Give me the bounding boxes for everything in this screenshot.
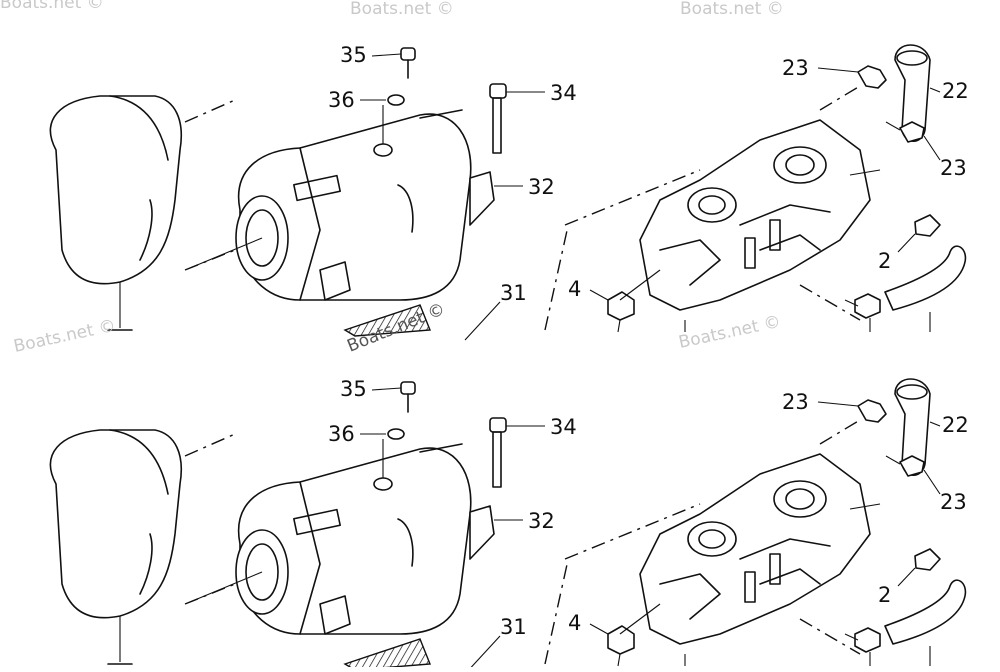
callout-23-upper: 23	[782, 390, 809, 414]
callout-34: 34	[550, 81, 577, 105]
callout-4: 4	[568, 611, 581, 635]
callout-4: 4	[568, 277, 581, 301]
callout-32: 32	[528, 175, 555, 199]
callout-36: 36	[328, 422, 355, 446]
callout-31: 31	[500, 615, 527, 639]
callout-34: 34	[550, 415, 577, 439]
watermark: Boats.net ©	[350, 0, 454, 19]
watermark: Boats.net ©	[0, 0, 104, 13]
watermark: Boats.net ©	[677, 312, 783, 353]
callout-35: 35	[340, 377, 367, 401]
callout-23-upper: 23	[782, 56, 809, 80]
callout-36: 36	[328, 88, 355, 112]
callout-23-lower: 23	[940, 156, 967, 180]
callout-22: 22	[942, 79, 969, 103]
watermark: Boats.net ©	[12, 316, 118, 357]
panel-top: 35 36 34 32 31 23 22 23 2 4	[49, 43, 969, 341]
callout-23-lower: 23	[940, 490, 967, 514]
watermark: Boats.net ©	[680, 0, 784, 19]
callout-31: 31	[500, 281, 527, 305]
callout-2: 2	[878, 583, 891, 607]
callout-32: 32	[528, 509, 555, 533]
callout-35: 35	[340, 43, 367, 67]
callout-22: 22	[942, 413, 969, 437]
callout-2: 2	[878, 249, 891, 273]
panel-bottom: 35 36 34 32 31 23 22 23 2 4	[49, 377, 969, 672]
